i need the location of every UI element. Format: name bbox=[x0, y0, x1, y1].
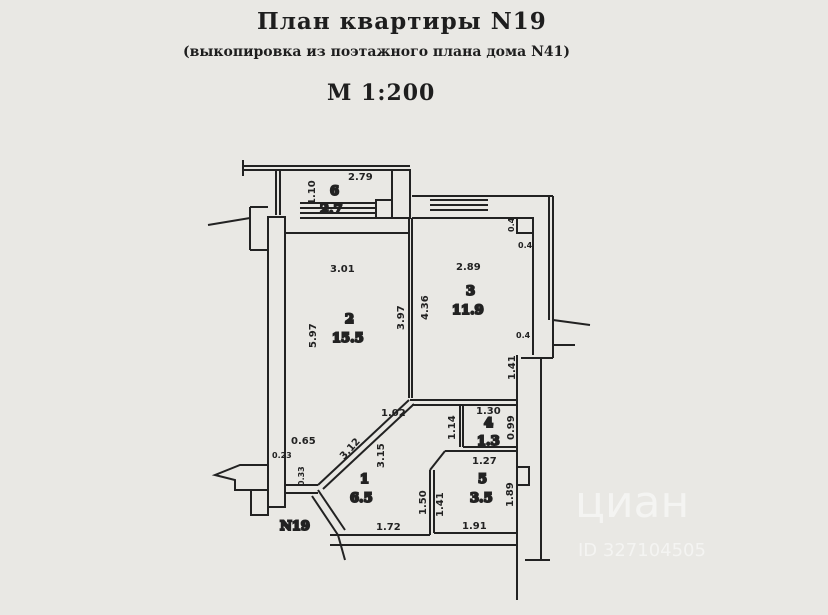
dimension-label: 0.4 bbox=[507, 217, 516, 232]
room-4-area: 1.3 bbox=[477, 434, 500, 449]
dimension-labels: 2.79 1.10 3.01 5.97 3.97 2.89 4.36 0.4 0… bbox=[272, 172, 533, 533]
dimension-label: 1.41 bbox=[435, 492, 446, 517]
dimension-label: 0.4 bbox=[518, 241, 533, 250]
apartment-label: N19 bbox=[280, 519, 310, 534]
dimension-label: 2.79 bbox=[348, 172, 373, 183]
room-6-area: 2.7 bbox=[320, 202, 343, 217]
room-2-number: 2 bbox=[345, 312, 354, 327]
plan-title: План квартиры N19 bbox=[257, 8, 547, 35]
room-1-area: 6.5 bbox=[350, 491, 373, 506]
dimension-label: 1.27 bbox=[472, 456, 497, 467]
dimension-label: 1.30 bbox=[476, 406, 501, 417]
walls bbox=[207, 160, 591, 600]
dimension-label: 0.65 bbox=[291, 436, 316, 447]
room-3-area: 11.9 bbox=[452, 303, 484, 318]
dimension-label: 4.36 bbox=[420, 295, 431, 320]
room-3-number: 3 bbox=[466, 284, 475, 299]
dimension-label: 1.72 bbox=[376, 522, 401, 533]
dimension-label: 1.89 bbox=[505, 482, 516, 507]
room-5-number: 5 bbox=[478, 472, 487, 487]
dimension-label: 1.14 bbox=[447, 415, 458, 440]
dimension-label: 3.12 bbox=[338, 436, 363, 462]
dimension-label: 1.10 bbox=[307, 180, 318, 205]
room-1-number: 1 bbox=[360, 472, 369, 487]
dimension-label: 0.99 bbox=[506, 415, 517, 440]
dimension-label: 1.41 bbox=[507, 355, 518, 380]
dimension-label: 3.97 bbox=[396, 305, 407, 330]
dimension-label: 1.91 bbox=[462, 521, 487, 532]
watermark-id: ID 327104505 bbox=[578, 540, 706, 561]
plan-subtitle: (выкопировка из поэтажного плана дома N4… bbox=[183, 44, 570, 60]
room-6-number: 6 bbox=[330, 184, 339, 199]
dimension-label: 3.15 bbox=[376, 443, 387, 468]
dimension-label: 1.50 bbox=[418, 490, 429, 515]
dimension-label: 0.23 bbox=[272, 451, 292, 460]
watermark-logo: циан bbox=[575, 477, 690, 528]
room-2-area: 15.5 bbox=[332, 331, 364, 346]
dimension-label: 0.33 bbox=[297, 466, 306, 486]
dimension-label: 2.89 bbox=[456, 262, 481, 273]
room-5-area: 3.5 bbox=[470, 491, 493, 506]
dimension-label: 3.01 bbox=[330, 264, 355, 275]
dimension-label: 0.4 bbox=[516, 331, 531, 340]
dimension-label: 1.02 bbox=[381, 408, 406, 419]
room-labels: 6 2.7 2 15.5 3 11.9 4 1.3 1 6.5 5 3.5 N1… bbox=[279, 183, 501, 535]
room-4-number: 4 bbox=[484, 416, 493, 431]
plan-scale: М 1:200 bbox=[327, 80, 436, 106]
dimension-label: 5.97 bbox=[308, 323, 319, 348]
